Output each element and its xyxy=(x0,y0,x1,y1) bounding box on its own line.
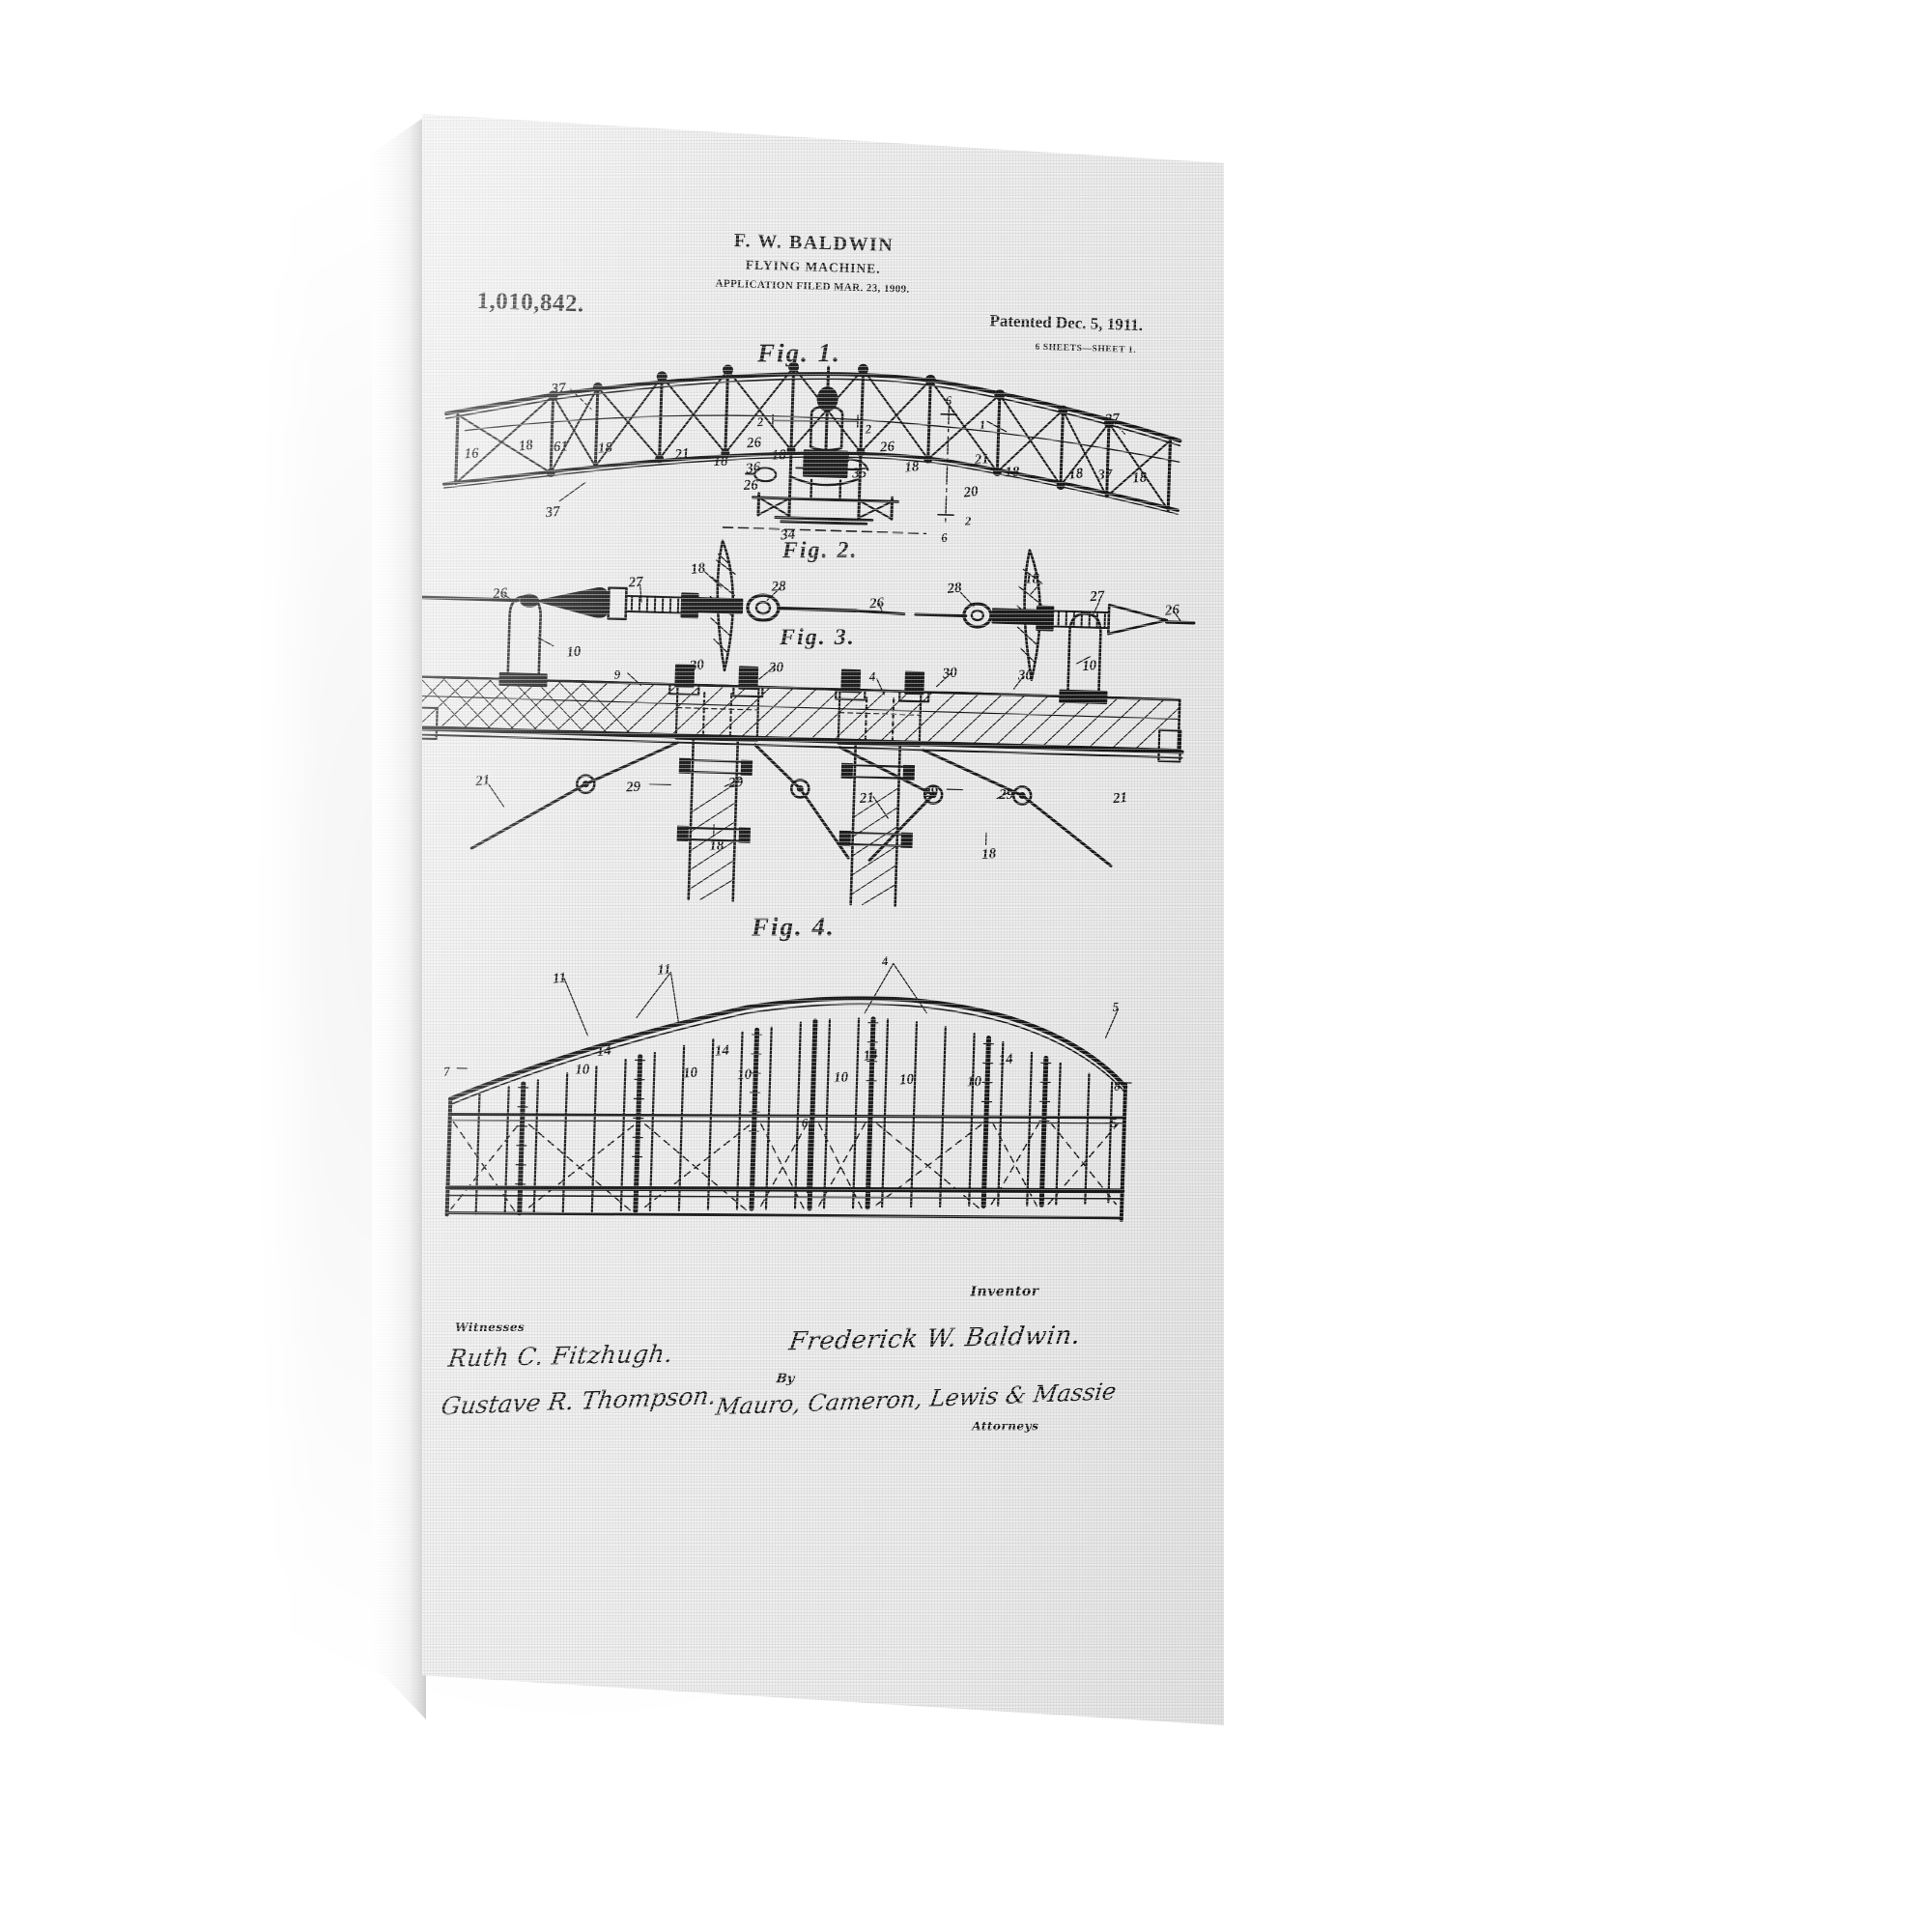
reference-numeral-fig3-29: 29 xyxy=(923,783,939,802)
reference-numeral-fig3-29: 29 xyxy=(727,774,745,792)
attorneys-label: Attorneys xyxy=(972,1419,1039,1434)
reference-numeral-fig2-27: 27 xyxy=(628,574,644,591)
canvas-side-edge xyxy=(372,116,426,1719)
canvas-front-face: F. W. BALDWIN FLYING MACHINE. APPLICATIO… xyxy=(422,114,1224,1725)
reference-numeral-fig3-18: 18 xyxy=(980,845,997,863)
reference-numeral-fig2-27: 27 xyxy=(1089,588,1106,606)
reference-numeral-fig2-28: 28 xyxy=(771,579,786,595)
reference-numeral-fig3-29: 29 xyxy=(998,786,1014,804)
reference-numeral-fig4-7: 7 xyxy=(442,1064,451,1079)
reference-numeral-fig2-18: 18 xyxy=(1024,571,1040,587)
patent-drawings xyxy=(422,361,1218,1725)
reference-numeral-fig1-6: 6 xyxy=(945,392,952,409)
reference-numeral-fig4-14: 14 xyxy=(997,1051,1014,1068)
reference-numeral-fig1-26: 26 xyxy=(879,439,895,456)
reference-numeral-fig1-18: 18 xyxy=(771,447,787,465)
figure-2-drawing xyxy=(422,531,1196,685)
reference-numeral-fig1-2: 2 xyxy=(964,513,972,528)
reference-numeral-fig3-30: 30 xyxy=(689,657,705,675)
reference-numeral-fig1-20: 20 xyxy=(962,483,980,501)
patent-sheet: F. W. BALDWIN FLYING MACHINE. APPLICATIO… xyxy=(422,128,1218,1725)
reference-numeral-fig1-37: 37 xyxy=(1104,411,1121,428)
reference-numeral-fig1-18: 18 xyxy=(1131,469,1148,487)
witness-signature-1: Ruth C. Fitzhugh. xyxy=(446,1339,675,1373)
reference-numeral-fig3-4: 4 xyxy=(868,668,876,684)
reference-numeral-fig4-10: 10 xyxy=(833,1069,849,1087)
reference-numeral-fig3-18: 18 xyxy=(709,838,724,855)
reference-numeral-fig1-26: 26 xyxy=(743,477,759,495)
figure-1-drawing xyxy=(443,361,1182,542)
reference-numeral-fig3-30: 30 xyxy=(942,665,958,682)
reference-numeral-fig4-5: 5 xyxy=(1112,999,1120,1014)
reference-numeral-fig1-6: 6 xyxy=(940,529,949,546)
reference-numeral-fig4-6: 6 xyxy=(801,1115,809,1130)
witnesses-label: Witnesses xyxy=(455,1320,526,1335)
reference-numeral-fig1-2: 2 xyxy=(756,413,764,430)
reference-numeral-fig1-37: 37 xyxy=(551,380,567,398)
reference-numeral-fig1-37: 37 xyxy=(545,503,561,522)
reference-numeral-fig3-9: 9 xyxy=(613,667,621,682)
reference-numeral-fig1-21: 21 xyxy=(673,445,691,464)
reference-numeral-fig1-61: 61 xyxy=(553,439,569,456)
reference-numeral-fig4-14: 14 xyxy=(862,1046,879,1065)
reference-numeral-fig4-8: 8 xyxy=(1113,1078,1122,1094)
reference-numeral-fig1-18: 18 xyxy=(597,440,613,457)
reference-numeral-fig3-30: 30 xyxy=(768,660,784,676)
reference-numeral-fig2-26: 26 xyxy=(1164,602,1180,619)
reference-numeral-fig2-26: 26 xyxy=(868,595,885,612)
reference-numeral-fig1-35: 35 xyxy=(852,466,867,482)
reference-numeral-fig3-10: 10 xyxy=(565,643,582,661)
inventor-label: Inventor xyxy=(970,1284,1039,1300)
reference-numeral-fig2-18: 18 xyxy=(690,560,707,579)
reference-numeral-fig1-18: 18 xyxy=(713,453,728,469)
reference-numeral-fig1-37: 37 xyxy=(1097,467,1113,484)
reference-numeral-fig1-2: 2 xyxy=(865,421,872,437)
figure-3-drawing xyxy=(422,593,1186,914)
reference-numeral-fig3-21: 21 xyxy=(474,772,492,790)
figure-label-4: Fig. 4. xyxy=(751,912,836,942)
reference-numeral-fig4-10: 10 xyxy=(736,1066,753,1084)
reference-numeral-fig4-4: 4 xyxy=(880,952,890,969)
figure-label-3: Fig. 3. xyxy=(779,624,856,651)
reference-numeral-fig4-14: 14 xyxy=(595,1042,612,1061)
reference-numeral-fig3-10: 10 xyxy=(1081,658,1097,675)
reference-numeral-fig1-18: 18 xyxy=(517,437,534,455)
reference-numeral-fig1-36: 36 xyxy=(745,459,762,477)
reference-numeral-fig2-26: 26 xyxy=(492,585,508,603)
reference-numeral-fig4-11: 11 xyxy=(656,961,672,979)
reference-numeral-fig4-11: 11 xyxy=(552,970,567,987)
reference-numeral-fig1-34: 34 xyxy=(780,526,796,544)
reference-numeral-fig4-10: 10 xyxy=(682,1065,698,1082)
reference-numeral-fig1-18: 18 xyxy=(903,459,921,476)
reference-numeral-fig4-14: 14 xyxy=(714,1042,730,1060)
reference-numeral-fig2-28: 28 xyxy=(946,580,963,598)
reference-numeral-fig3-21: 21 xyxy=(1112,789,1128,808)
reference-numeral-fig1-1: 1 xyxy=(979,416,986,433)
reference-numeral-fig3-30: 30 xyxy=(1017,668,1034,684)
reference-numeral-fig1-18: 18 xyxy=(1067,466,1085,483)
reference-numeral-fig3-29: 29 xyxy=(625,779,641,796)
reference-numeral-fig1-18: 18 xyxy=(1005,464,1020,481)
reference-numeral-fig3-21: 21 xyxy=(859,790,875,808)
by-label: By xyxy=(775,1372,796,1387)
reference-numeral-fig4-10: 10 xyxy=(966,1073,982,1091)
figure-4-drawing xyxy=(447,951,1135,1236)
reference-numeral-fig1-21: 21 xyxy=(974,451,990,469)
reference-numeral-fig1-26: 26 xyxy=(746,435,762,452)
reference-numeral-fig4-10: 10 xyxy=(575,1062,590,1078)
reference-numeral-fig4-5: 5 xyxy=(1110,1115,1118,1130)
reference-numeral-fig4-10: 10 xyxy=(898,1071,915,1089)
reference-numeral-fig1-18: 18 xyxy=(834,450,851,469)
reference-numeral-fig1-16: 16 xyxy=(464,445,480,463)
